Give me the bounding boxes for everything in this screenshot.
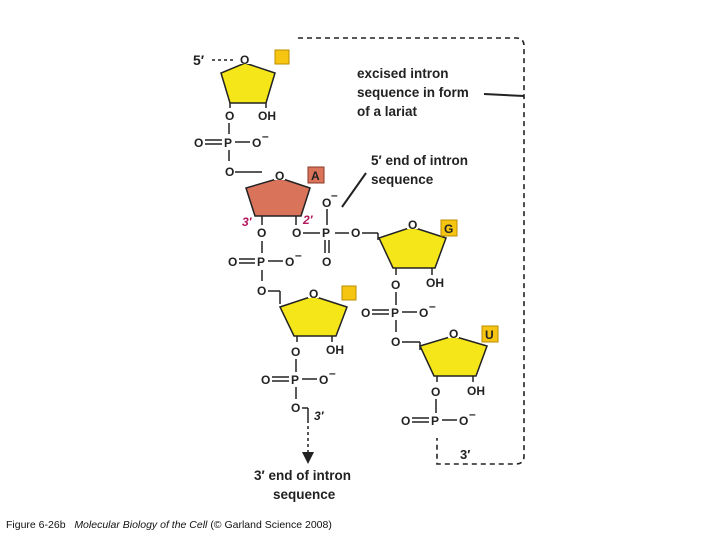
- oxygen-3-5: O: [431, 385, 440, 399]
- sugar-ring-2: [245, 177, 311, 217]
- three-prime-end-line-2: sequence: [273, 487, 336, 502]
- oxygen-3-4: O: [291, 345, 300, 359]
- phosphate-o-double-5: O: [401, 414, 410, 428]
- phosphate-o-double-3: O: [361, 306, 370, 320]
- oxygen-3-2: O: [257, 226, 266, 240]
- phosphorus-5: P: [431, 414, 439, 428]
- lariat-boundary: [298, 37, 525, 465]
- phosphate-o-down-1: O: [225, 165, 234, 179]
- base-label-adenine: A: [311, 169, 320, 183]
- base-square-uracil: [481, 325, 499, 343]
- five-prime-label: 5′: [193, 52, 205, 68]
- sugar-ring-5: [418, 335, 488, 377]
- phosphate-o-double-4: O: [261, 373, 270, 387]
- sugar-ring-3: [377, 226, 447, 269]
- lariat-label-line-3: of a lariat: [357, 104, 418, 119]
- phosphorus-2: P: [257, 255, 265, 269]
- two-prime-carbon-label: 2′: [302, 213, 314, 227]
- sugar-ring-1: [220, 62, 276, 104]
- phosphate-o-double-1: O: [194, 136, 203, 150]
- phosphate-o-minus-2: O: [285, 255, 294, 269]
- figure-caption: Figure 6-26b Molecular Biology of the Ce…: [6, 519, 332, 531]
- hydroxyl-3: OH: [426, 276, 444, 290]
- charge-2: –: [295, 248, 302, 262]
- base-square-1: [274, 49, 290, 65]
- three-prime-carbon-label: 3′: [242, 215, 253, 229]
- phosphate-o-down-2: O: [257, 284, 266, 298]
- oxygen-3-1: O: [225, 109, 234, 123]
- charge-3: –: [429, 299, 436, 313]
- charge-4: –: [329, 366, 336, 380]
- branch-phosphate-o-minus: O: [322, 196, 331, 210]
- charge-5: –: [469, 407, 476, 421]
- phosphate-o-minus-5: O: [459, 414, 468, 428]
- caption-book-title: Molecular Biology of the Cell: [74, 519, 208, 531]
- branch-charge: –: [331, 188, 338, 202]
- ring-oxygen-4: O: [309, 287, 318, 301]
- hydroxyl-4: OH: [326, 343, 344, 357]
- phosphate-o-minus-4: O: [319, 373, 328, 387]
- three-prime-end-line-1: 3′ end of intron: [254, 468, 351, 483]
- ring-oxygen-5: O: [449, 327, 458, 341]
- oxygen-3-3: O: [391, 278, 400, 292]
- phosphorus-4: P: [291, 373, 299, 387]
- three-prime-end-label: 3′ end of intron sequence: [254, 468, 355, 502]
- hydroxyl-1: OH: [258, 109, 276, 123]
- lariat-label-line-1: excised intron: [357, 66, 449, 81]
- ring-oxygen-1: O: [240, 53, 249, 67]
- five-prime-end-label: 5′ end of intron sequence: [371, 153, 472, 187]
- phosphate-o-double-2: O: [228, 255, 237, 269]
- caption-credit: (© Garland Science 2008): [210, 519, 332, 531]
- phosphate-o-down-4: O: [291, 401, 300, 415]
- phosphate-o-down-3: O: [391, 335, 400, 349]
- five-prime-end-line-1: 5′ end of intron: [371, 153, 468, 168]
- lariat-label: excised intron sequence in form of a lar…: [357, 66, 473, 119]
- charge-1: –: [262, 129, 269, 143]
- ring-oxygen-2: O: [275, 169, 284, 183]
- phosphorus-1: P: [224, 136, 232, 150]
- base-label-guanine: G: [444, 222, 453, 236]
- lariat-pointer: [483, 93, 525, 97]
- sugar-ring-4: [278, 295, 348, 337]
- oxygen-2-2: O: [292, 226, 301, 240]
- caption-figure-number: Figure 6-26b: [6, 519, 66, 531]
- five-prime-end-pointer: [341, 172, 367, 208]
- five-prime-end-line-2: sequence: [371, 172, 434, 187]
- phosphorus-3: P: [391, 306, 399, 320]
- base-square-4: [341, 285, 357, 301]
- base-label-uracil: U: [485, 328, 494, 342]
- branch-phosphate-o-double: O: [322, 255, 331, 269]
- base-square-adenine: [307, 166, 325, 184]
- lariat-label-line-2: sequence in form: [357, 85, 469, 100]
- three-prime-label-right: 3′: [460, 447, 470, 462]
- branch-phosphate-o-link: O: [351, 226, 360, 240]
- phosphate-o-minus-3: O: [419, 306, 428, 320]
- ring-oxygen-3: O: [408, 218, 417, 232]
- branch-phosphorus: P: [322, 226, 330, 240]
- base-square-guanine: [440, 219, 458, 237]
- three-prime-end-marker-left: 3′: [314, 409, 325, 423]
- phosphate-o-minus-1: O: [252, 136, 261, 150]
- hydroxyl-5: OH: [467, 384, 485, 398]
